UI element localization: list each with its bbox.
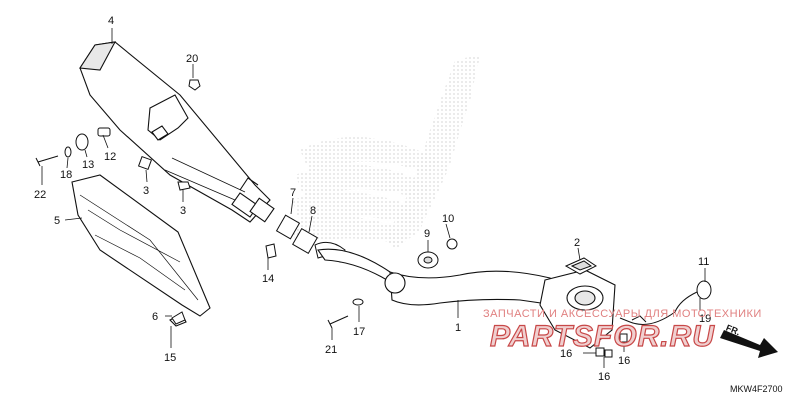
rubber-part-3b — [177, 181, 191, 191]
misc-fasteners — [171, 298, 628, 358]
callout-p1: 1 — [455, 322, 461, 334]
callout-p9: 9 — [424, 228, 430, 240]
callout-p13: 13 — [82, 159, 94, 171]
watermark-text: ЗАПЧАСТИ И АКСЕССУАРЫ ДЛЯ МОТОТЕХНИКИ — [483, 308, 762, 320]
nut-part-20 — [188, 79, 201, 91]
callout-p18: 18 — [60, 169, 72, 181]
callout-p8: 8 — [310, 205, 316, 217]
collar-part-12 — [97, 127, 111, 137]
leader-lines — [41, 28, 706, 368]
rubber-part-3a — [137, 155, 153, 171]
callout-p4: 4 — [108, 15, 114, 27]
callout-p20: 20 — [186, 53, 198, 65]
bolt-part-22 — [35, 155, 59, 167]
callout-p21: 21 — [325, 344, 337, 356]
mount-hardware-group — [35, 79, 201, 191]
callout-p3a: 3 — [143, 185, 149, 197]
watermark-logo: PARTSFOR.RU — [490, 320, 715, 353]
callout-p16b: 16 — [598, 371, 610, 383]
callout-p10: 10 — [442, 213, 454, 225]
callout-p2: 2 — [574, 237, 580, 249]
muffler-part-4 — [79, 41, 275, 223]
callout-p5: 5 — [54, 215, 60, 227]
callout-p15: 15 — [164, 352, 176, 364]
callout-p22: 22 — [34, 189, 46, 201]
callout-p19: 19 — [699, 313, 711, 325]
callout-p16a: 16 — [560, 348, 572, 360]
callout-p12: 12 — [104, 151, 116, 163]
callout-p17: 17 — [353, 326, 365, 338]
heat-shield-part-5 — [71, 174, 211, 327]
exhaust-pipe-part-1 — [317, 248, 616, 349]
callout-p14: 14 — [262, 273, 274, 285]
background-wing-logo — [290, 55, 480, 250]
callout-p16c: 16 — [618, 355, 630, 367]
callout-p3b: 3 — [180, 205, 186, 217]
callout-p11: 11 — [698, 256, 709, 268]
o2-sensor-part-11-19 — [619, 280, 712, 325]
mount-rubber-9-10 — [417, 238, 458, 269]
washer-part-18 — [64, 146, 72, 158]
diagram-code: MKW4F2700 — [730, 384, 783, 394]
gasket-part-2 — [564, 257, 597, 275]
callout-p7: 7 — [290, 187, 296, 199]
watermark: ЗАПЧАСТИ И АКСЕССУАРЫ ДЛЯ МОТОТЕХНИКИ PA… — [483, 308, 762, 354]
callout-labels: 4 20 12 13 18 22 3 3 5 7 8 14 9 10 2 11 … — [34, 15, 711, 383]
grommet-part-13 — [75, 133, 89, 151]
callout-p6: 6 — [152, 311, 158, 323]
front-direction-arrow: FR. — [720, 323, 778, 358]
